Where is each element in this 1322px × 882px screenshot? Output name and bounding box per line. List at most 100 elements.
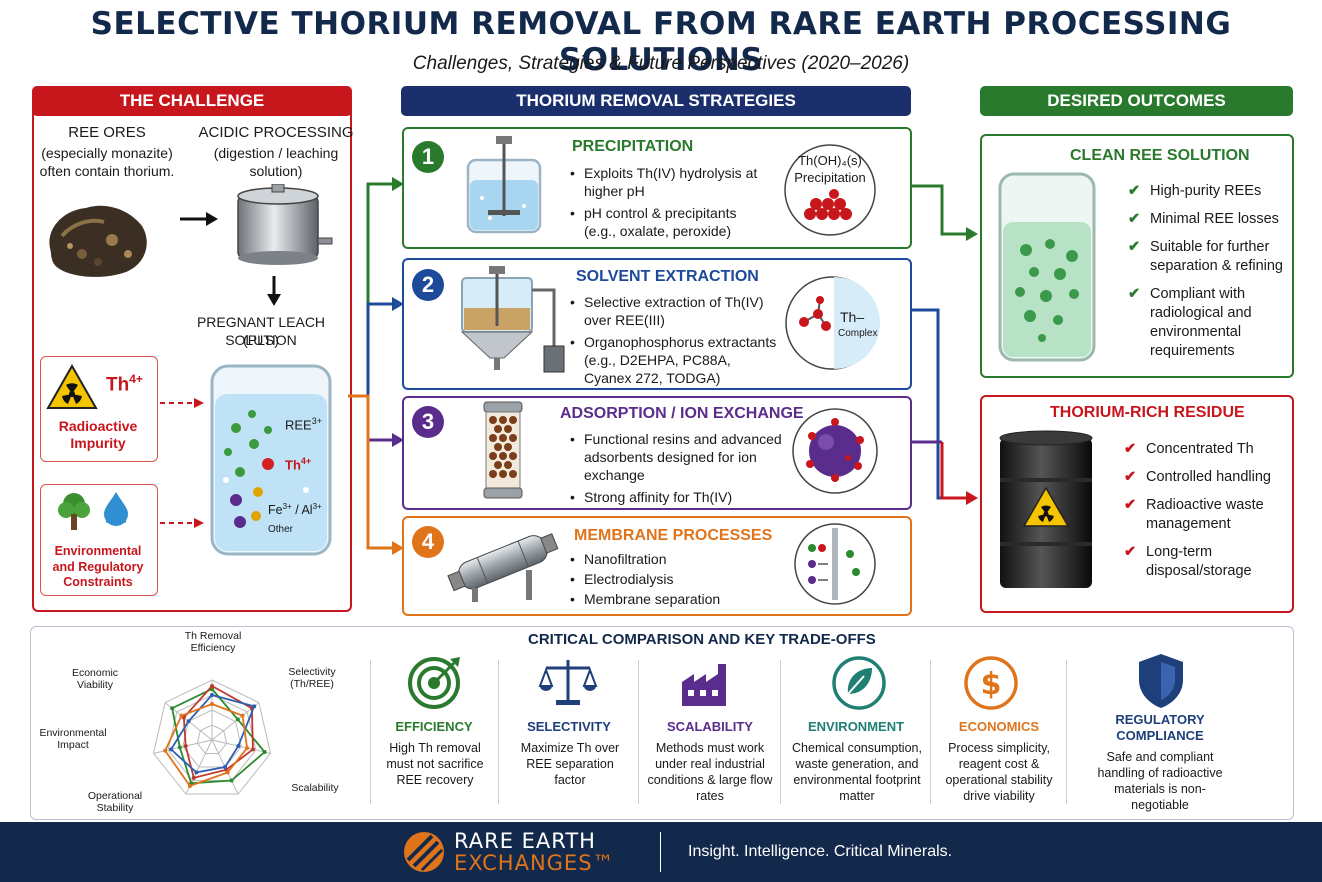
column-text-selectivity: Maximize Th over REE separation factor — [520, 741, 620, 787]
bullet-item: Electrodialysis — [570, 570, 770, 588]
environmental-constraints-label: Environmental and Regulatory Constraints — [52, 544, 144, 589]
scales-icon — [538, 660, 598, 705]
radar-series-line — [182, 684, 254, 779]
radar-point — [240, 713, 245, 718]
dollar-icon: $ — [964, 656, 1018, 710]
radar-point — [236, 744, 241, 749]
radar-axis-label: Selectivity (Th/REE) — [288, 666, 336, 690]
strategy-number-1: 1 — [412, 141, 444, 173]
checklist-item: ✔Suitable for further separation & refin… — [1128, 238, 1284, 276]
thorium-residue-title: THORIUM-RICH RESIDUE — [1050, 404, 1245, 421]
radioactive-ion-charge: 4+ — [129, 372, 143, 386]
comparison-heading: CRITICAL COMPARISON AND KEY TRADE-OFFS — [528, 631, 876, 648]
checklist-item: ✔Long-term disposal/storage — [1124, 543, 1284, 581]
checklist-item: ✔Radioactive waste management — [1124, 496, 1284, 534]
column-title-environment: ENVIRONMENT — [807, 719, 905, 734]
clean-ree-title: CLEAN REE SOLUTION — [1070, 147, 1250, 164]
strategy-number-4: 4 — [412, 526, 444, 558]
factory-icon — [682, 664, 726, 706]
radioactive-ion-label: Th4+ — [106, 372, 143, 396]
strategy-bullets-solvent-extraction: Selective extraction of Th(IV) over REE(… — [570, 293, 782, 391]
th-complex-badge-illustration — [785, 276, 880, 370]
waste-drum-illustration — [999, 430, 1093, 588]
tree-icon — [58, 493, 90, 530]
radar-axis-label: Economic Viability — [71, 667, 119, 691]
column-divider — [498, 660, 499, 804]
column-text-economics: Process simplicity, reagent cost & opera… — [945, 741, 1053, 803]
ion-exchange-column-illustration — [483, 401, 523, 499]
radar-point — [169, 747, 174, 752]
footer-tagline: Insight. Intelligence. Critical Minerals… — [688, 843, 953, 860]
outcomes-heading: DESIRED OUTCOMES — [980, 86, 1293, 116]
radar-point — [183, 744, 188, 749]
ion-fe: Fe — [268, 503, 283, 518]
footer-bar — [0, 822, 1322, 882]
radioactive-impurity-label: Radioactive Impurity — [58, 418, 138, 451]
checklist-item-label: Compliant with radiological and environm… — [1150, 286, 1252, 359]
leaf-icon — [832, 656, 886, 710]
checklist-item: ✔Concentrated Th — [1124, 440, 1284, 459]
th-complex-badge-label-a: Th– — [840, 309, 865, 325]
checklist-item-label: Minimal REE losses — [1150, 211, 1279, 227]
column-text-regulatory: Safe and compliant handling of radioacti… — [1097, 750, 1223, 812]
digestion-tank-illustration — [237, 184, 333, 265]
strategy-bullets-membrane: Nanofiltration Electrodialysis Membrane … — [570, 550, 770, 610]
radar-point — [210, 693, 214, 697]
column-title-scalability: SCALABILITY — [667, 719, 753, 734]
radar-series-line — [164, 703, 249, 788]
strategy-title-precipitation: PRECIPITATION — [572, 138, 694, 155]
checklist-item: ✔ Controlled handling — [1124, 468, 1284, 487]
radar-axis-line — [153, 739, 213, 754]
radar-point — [186, 719, 191, 724]
column-text-efficiency: High Th removal must not sacrifice REE r… — [386, 741, 484, 787]
ion-other-label: Other — [268, 524, 294, 535]
ion-th-charge: 4+ — [300, 456, 312, 466]
radiation-hazard-icon — [46, 364, 98, 409]
radar-point — [245, 746, 250, 751]
challenge-heading: THE CHALLENGE — [32, 86, 352, 116]
radioactive-impurity-box — [40, 356, 158, 462]
arrow-down-icon — [267, 276, 281, 306]
radar-point — [191, 775, 196, 780]
brand-logo-icon — [404, 832, 444, 872]
check-icon: ✔ — [1128, 211, 1141, 227]
strategies-heading: THORIUM REMOVAL STRATEGIES — [401, 86, 911, 116]
column-divider — [780, 660, 781, 804]
radar-point — [194, 770, 199, 775]
page-subtitle: Challenges, Strategies & Future Perspect… — [412, 53, 910, 74]
strategy-title-solvent-extraction: SOLVENT EXTRACTION — [576, 268, 759, 285]
thorium-residue-checklist: ✔Concentrated Th ✔ Controlled handling ✔R… — [1124, 440, 1284, 590]
arrow-right-icon — [180, 212, 218, 226]
radar-point — [225, 770, 230, 775]
check-icon: ✔ — [1124, 469, 1137, 485]
column-text-environment: Chemical consumption, waste generation, … — [792, 741, 922, 803]
bullet-item: pH control & precipitants (e.g., oxalate… — [570, 204, 770, 240]
strategy-bullets-precipitation: Exploits Th(IV) hydrolysis at higher pH … — [570, 164, 770, 244]
footer-divider — [660, 832, 661, 872]
strategy-title-adsorption: ADSORPTION / ION EXCHANGE — [560, 405, 804, 422]
ion-fe-charge: 3+ — [282, 502, 292, 511]
column-divider — [930, 660, 931, 804]
ion-ree-charge: 3+ — [311, 416, 322, 426]
brand-name-line1: RARE EARTH — [454, 829, 596, 853]
column-title-efficiency: EFFICIENCY — [395, 719, 473, 734]
strategy-bullets-adsorption: Functional resins and advanced adsorbent… — [570, 430, 786, 510]
acidic-title: ACIDIC PROCESSING — [198, 124, 354, 141]
membrane-separation-badge-illustration — [794, 523, 876, 605]
th-complex-badge-label-b: Complex — [838, 328, 878, 339]
extraction-vessel-illustration — [460, 266, 565, 373]
bullet-item: Exploits Th(IV) hydrolysis at higher pH — [570, 164, 770, 200]
column-divider — [370, 660, 371, 804]
radar-point — [223, 765, 228, 770]
column-divider — [638, 660, 639, 804]
radar-point — [187, 783, 192, 788]
checklist-item-label: Controlled handling — [1146, 469, 1271, 485]
adsorbent-particle-illustration — [792, 408, 878, 494]
precipitate-badge-label: Th(OH)₄(s) Precipitation — [794, 153, 866, 185]
precipitate-badge-illustration — [784, 144, 876, 236]
radar-series-line — [171, 687, 266, 785]
column-title-regulatory: REGULATORY COMPLIANCE — [1115, 712, 1205, 743]
column-title-economics: ECONOMICS — [958, 719, 1040, 734]
checklist-item-label: Concentrated Th — [1146, 441, 1254, 457]
column-divider — [1066, 660, 1067, 804]
